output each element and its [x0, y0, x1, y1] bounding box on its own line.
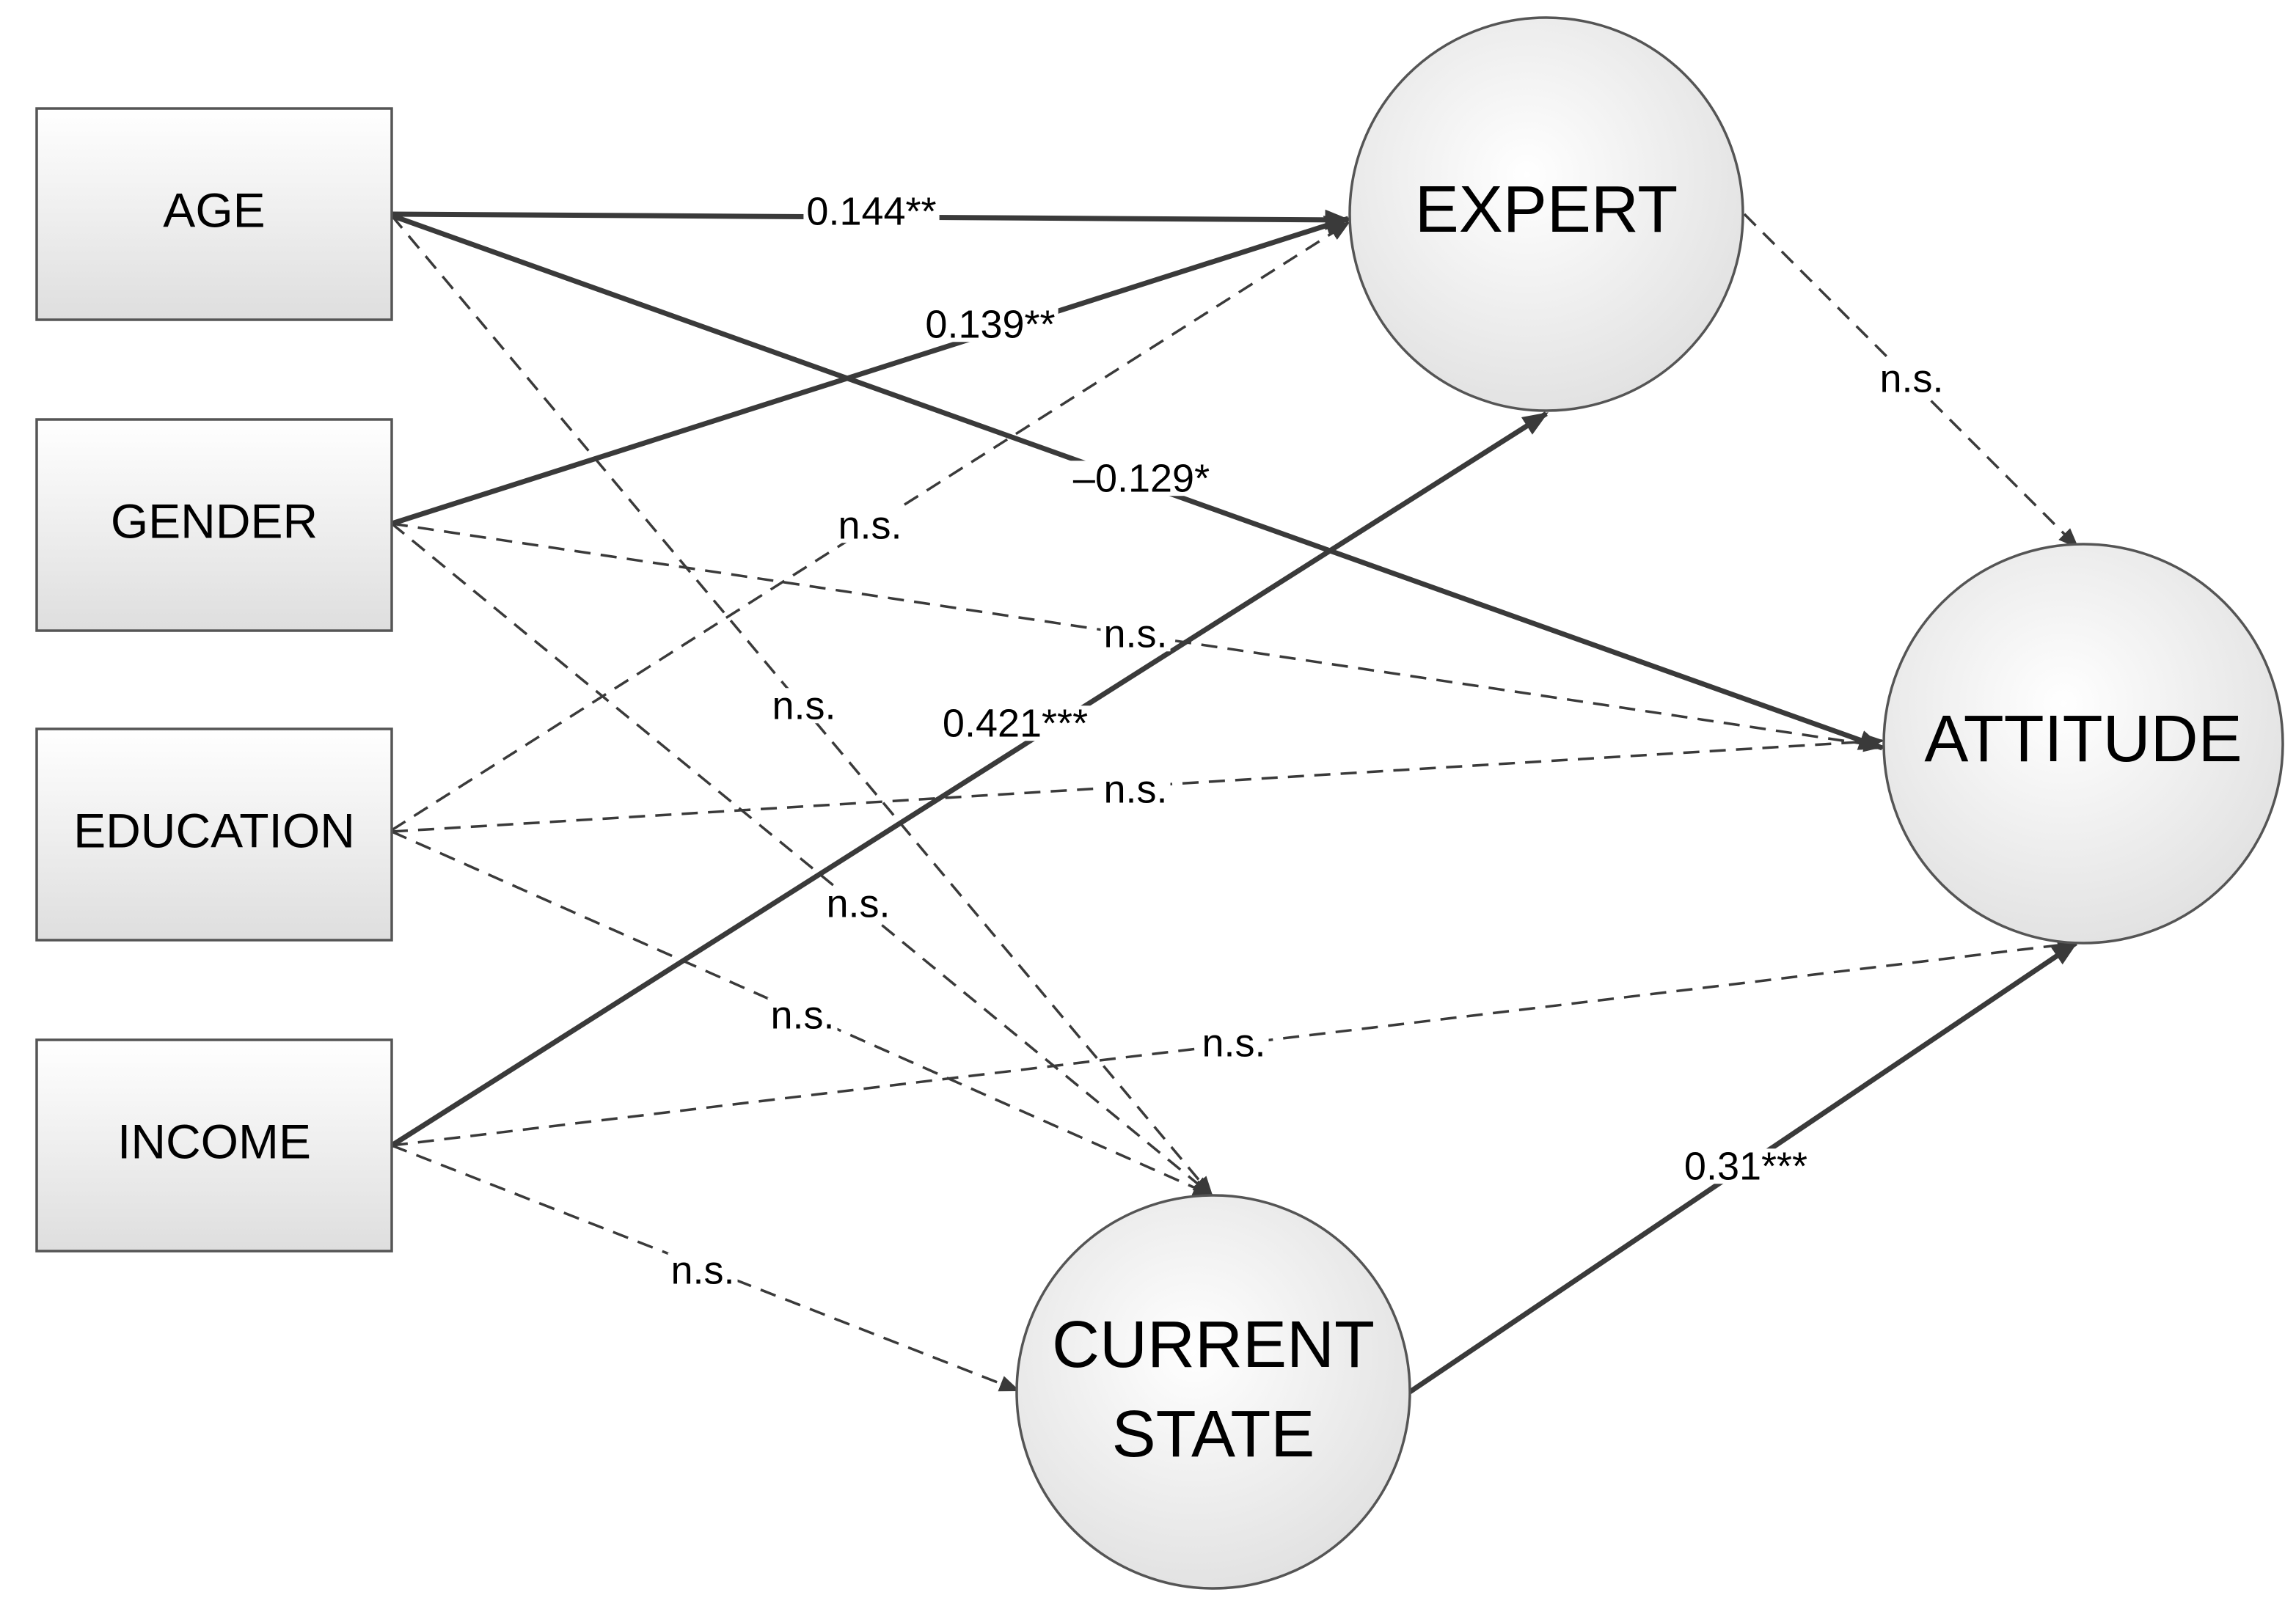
node-attitude: ATTITUDE [1882, 543, 2284, 945]
edge-label-backing [803, 194, 940, 230]
node-attitude-label: ATTITUDE [1924, 703, 2242, 776]
edge-label-backing [769, 688, 839, 724]
edge-label-gender-expert: 0.139** [925, 302, 1055, 346]
edge-gender-current [390, 522, 1214, 1197]
edge-label-backing [835, 507, 905, 543]
node-gender: GENDER [35, 418, 393, 632]
edge-gender-expert [390, 216, 1351, 527]
node-age: AGE [35, 107, 393, 321]
node-age-label: AGE [163, 183, 265, 237]
edge-label-income-attitude: n.s. [1202, 1021, 1265, 1065]
node-income-label: INCOME [117, 1114, 311, 1168]
edge-label-backing [1681, 1148, 1811, 1184]
edge-label-age-current: n.s. [772, 683, 836, 727]
edge-label-education-expert: n.s. [838, 503, 902, 547]
edge-label-backing [1070, 461, 1213, 496]
node-gender-label: GENDER [111, 494, 318, 548]
edge-label-backing [1100, 616, 1171, 652]
edge-label-gender-current: n.s. [826, 881, 890, 925]
edge-label-backing [767, 997, 838, 1033]
edge-label-current-attitude: 0.31*** [1684, 1144, 1807, 1188]
edge-education-current [391, 830, 1214, 1197]
edge-label-backing [939, 705, 1092, 741]
edge-label-age-expert: 0.144** [806, 189, 936, 233]
edge-label-income-current: n.s. [670, 1248, 734, 1292]
edge-label-age-attitude: –0.129* [1073, 456, 1210, 500]
node-income: INCOME [35, 1038, 393, 1253]
edge-label-expert-attitude: n.s. [1879, 356, 1943, 400]
edge-income-expert [390, 411, 1549, 1148]
node-current-state-label-line2: STATE [1112, 1398, 1315, 1471]
edge-labels: 0.144** 0.139** –0.129* n.s. n.s. n.s. 0.421**… [668, 189, 1947, 1292]
edge-label-backing [1199, 1025, 1269, 1061]
edge-label-backing [922, 307, 1059, 342]
edge-label-gender-attitude: n.s. [1103, 612, 1167, 656]
node-education: EDUCATION [35, 727, 393, 942]
edge-label-income-expert: 0.421*** [943, 701, 1088, 745]
node-expert: EXPERT [1348, 16, 1744, 412]
edge-label-backing [1876, 361, 1947, 397]
edge-label-backing [1100, 771, 1171, 807]
edge-label-education-attitude: n.s. [1103, 767, 1167, 811]
node-expert-label: EXPERT [1415, 173, 1678, 246]
node-current-state-label-line1: CURRENT [1052, 1308, 1375, 1382]
edge-income-current [391, 1144, 1020, 1392]
edge-label-backing [668, 1253, 738, 1288]
edge-label-backing [823, 886, 893, 922]
node-education-label: EDUCATION [73, 803, 355, 857]
edge-label-education-current: n.s. [770, 993, 834, 1037]
node-current-state: CURRENT STATE [1015, 1194, 1411, 1590]
